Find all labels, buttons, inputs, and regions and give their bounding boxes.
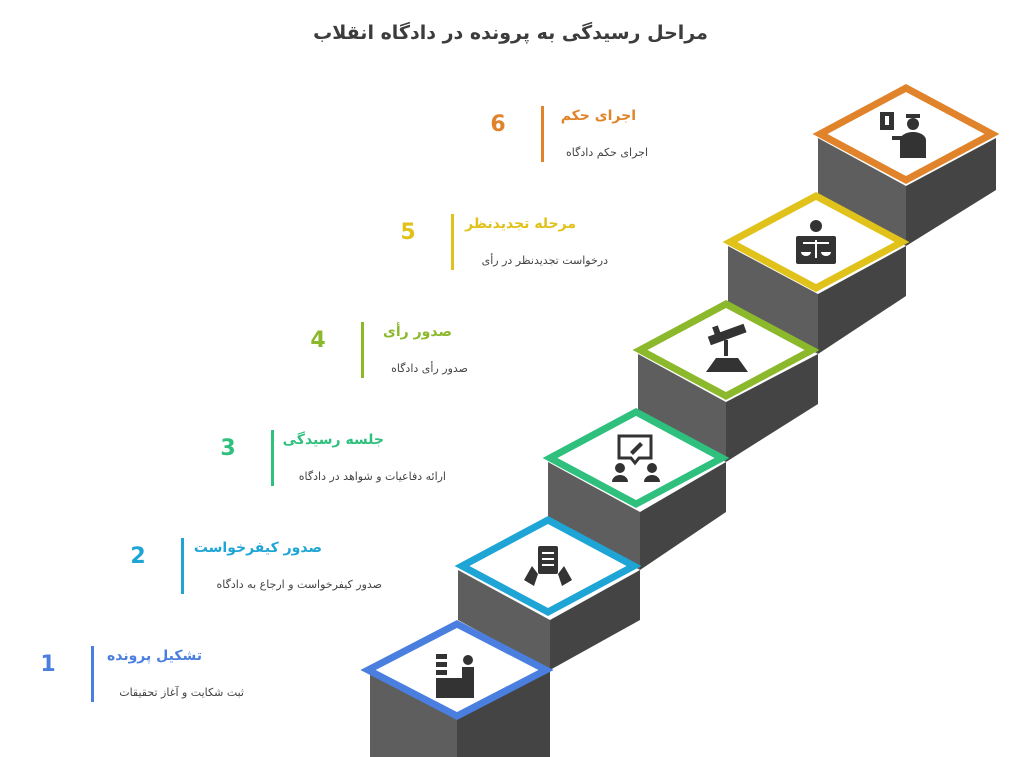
step-3-label: جلسه رسیدگی — [282, 432, 384, 448]
step-1-label: تشکیل پرونده — [106, 648, 202, 664]
judge-scales-icon — [796, 220, 836, 264]
officer-enforcement-icon — [880, 112, 926, 158]
step-3-tile — [542, 408, 730, 508]
diagram-title: مراحل رسیدگی به پرونده در دادگاه انقلاب — [313, 22, 708, 44]
document-handover-icon — [524, 546, 572, 586]
step-6-tile — [812, 84, 1000, 184]
step-2-accent-bar — [181, 538, 184, 594]
step-5-number: 5 — [400, 220, 416, 245]
step-6-number: 6 — [490, 112, 506, 137]
step-4-description: صدور رأی دادگاه — [391, 362, 468, 375]
step-4-label: صدور رأی — [383, 324, 452, 340]
step-1-description: ثبت شکایت و آغاز تحقیقات — [119, 686, 244, 699]
step-4-accent-bar — [361, 322, 364, 378]
step-6-description: اجرای حکم دادگاه — [566, 146, 648, 159]
step-4-number: 4 — [310, 328, 326, 353]
court-hearing-icon — [612, 434, 660, 482]
step-1-number: 1 — [40, 652, 56, 677]
step-6-label: اجرای حکم — [560, 108, 636, 124]
step-3-accent-bar — [271, 430, 274, 486]
step-3-number: 3 — [220, 436, 236, 461]
step-6-accent-bar — [541, 106, 544, 162]
clerk-desk-icon — [436, 654, 474, 698]
step-5-description: درخواست تجدیدنظر در رأی — [481, 254, 608, 267]
step-2-description: صدور کیفرخواست و ارجاع به دادگاه — [216, 578, 382, 591]
step-4-tile — [632, 300, 820, 400]
step-1-tile — [360, 620, 554, 720]
step-2-number: 2 — [130, 544, 146, 569]
step-2-tile — [454, 516, 642, 616]
step-5-label: مرحله تجدیدنظر — [465, 216, 576, 232]
step-3-description: ارائه دفاعیات و شواهد در دادگاه — [298, 470, 446, 483]
step-2-label: صدور کیفرخواست — [193, 540, 322, 556]
step-1-accent-bar — [91, 646, 94, 702]
gavel-icon — [706, 323, 748, 372]
staircase-body — [370, 138, 996, 757]
step-5-tile — [722, 192, 910, 292]
step-5-accent-bar — [451, 214, 454, 270]
